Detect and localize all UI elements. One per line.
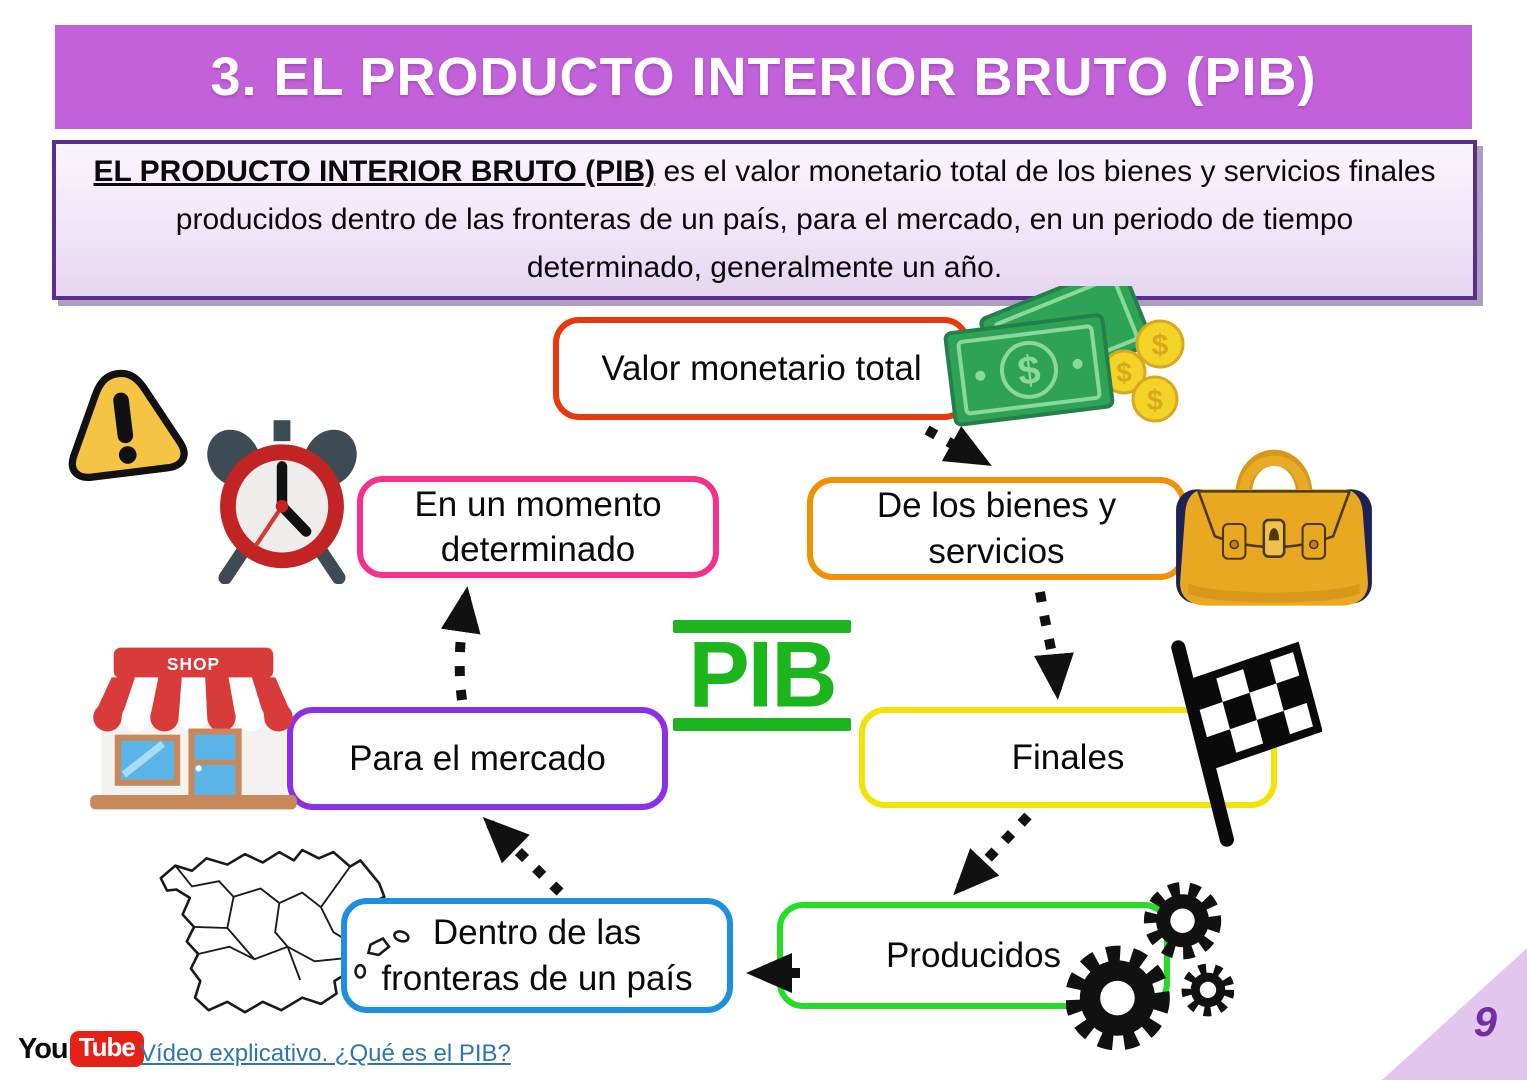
header-banner: 3. EL PRODUCTO INTERIOR BRUTO (PIB) [55, 25, 1472, 129]
checkered-flag-icon [1150, 633, 1323, 856]
gears-icon [1065, 876, 1235, 1059]
bill-dollar-sign: $ [1015, 348, 1042, 394]
shop-storefront-icon: SHOP [83, 643, 303, 818]
node-label: Producidos [885, 935, 1062, 975]
definition-body: es el valor monetario total de los biene… [175, 155, 1436, 284]
definition-lead: EL PRODUCTO INTERIOR BRUTO (PIB) [93, 155, 656, 188]
node-bienes-servicios: De los bienes y servicios [807, 477, 1186, 580]
node-label: Finales [1011, 737, 1125, 777]
node-momento-determinado: En un momento determinado [357, 476, 719, 578]
shop-sign-text: SHOP [167, 654, 220, 674]
handbag-icon [1172, 430, 1376, 619]
node-label: De los bienes y servicios [876, 486, 1117, 571]
node-fronteras-pais: Dentro de las fronteras de un país [341, 898, 733, 1013]
node-label: Para el mercado [349, 738, 606, 778]
definition-box: EL PRODUCTO INTERIOR BRUTO (PIB) es el v… [52, 140, 1477, 300]
corner-triangle-decoration [1382, 948, 1527, 1080]
node-label: Dentro de las fronteras de un país [381, 913, 693, 998]
youtube-logo[interactable]: You Tube [18, 1031, 144, 1067]
warning-icon [53, 359, 194, 491]
definition-text: EL PRODUCTO INTERIOR BRUTO (PIB) es el v… [85, 148, 1445, 292]
alarm-clock-icon [198, 416, 366, 589]
arrow-fronteras-to-mercado [482, 817, 564, 896]
balearic-islands-icon [352, 922, 424, 999]
video-explainer-link[interactable]: Vídeo explicativo. ¿Qué es el PIB? [140, 1040, 511, 1067]
pib-stamp-bottom-bar [673, 717, 851, 731]
coin-dollar-sign: $ [1147, 385, 1163, 417]
node-para-el-mercado: Para el mercado [287, 707, 668, 810]
pib-stamp-text: PIB [688, 622, 837, 728]
arrow-finales-to-producidos [953, 812, 1032, 896]
coin-dollar-sign: $ [1152, 329, 1169, 362]
money-bills-coins-icon: $ $ $ $ [938, 263, 1193, 433]
arrow-valor-to-bienes [924, 425, 992, 466]
pib-stamp: PIB [673, 620, 851, 731]
youtube-logo-tube: Tube [69, 1031, 144, 1067]
node-label: Valor monetario total [601, 348, 922, 388]
arrow-mercado-to-momento [440, 586, 481, 701]
node-label: En un momento determinado [414, 484, 662, 570]
youtube-logo-you: You [18, 1032, 69, 1065]
page-number: 9 [1473, 998, 1497, 1045]
node-valor-monetario: Valor monetario total [553, 317, 970, 420]
coin-dollar-sign: $ [1116, 357, 1132, 388]
pib-stamp-top-bar [673, 620, 851, 633]
page-title: 3. EL PRODUCTO INTERIOR BRUTO (PIB) [210, 47, 1317, 107]
arrow-bienes-to-finales [1033, 591, 1074, 700]
